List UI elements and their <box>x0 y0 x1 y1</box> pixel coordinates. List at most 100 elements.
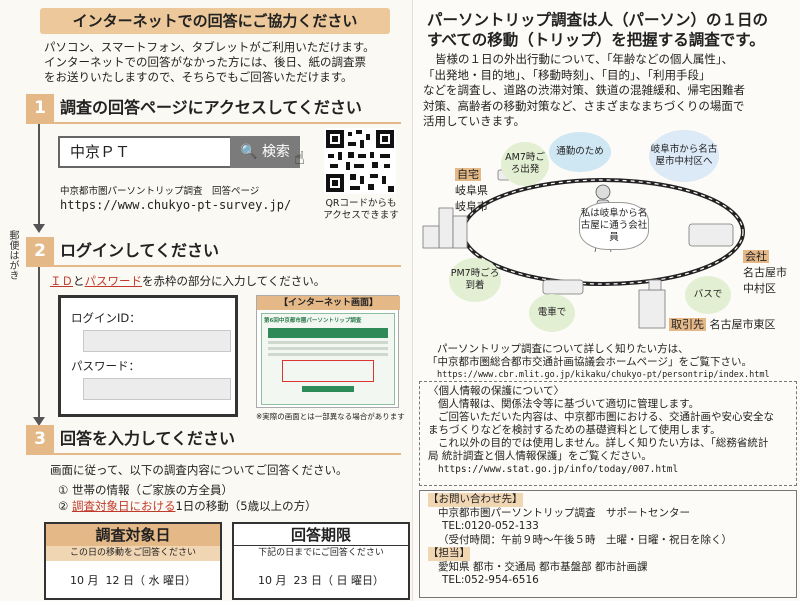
step2-number: 2 <box>26 237 54 265</box>
item-highlight: 調査対象日における <box>71 499 176 513</box>
privacy-url[interactable]: https://www.stat.go.jp/info/today/007.ht… <box>438 464 679 475</box>
step2-header: 2 ログインしてください <box>26 237 401 267</box>
date-unit: 日（ <box>311 574 333 587</box>
password-highlight: パスワード <box>84 274 143 288</box>
right-page: パーソントリップ調査は人（パーソン）の１日の すべての移動（トリップ）を把握する… <box>412 0 800 601</box>
staff-dept: 愛知県 都市・交通局 都市基盤部 都市計画課 <box>438 560 648 573</box>
am7-bubble: AM7時ごろ出発 <box>501 142 549 186</box>
body-line: などを調査し、道路の渋滞対策、鉄道の混雑緩和、帰宅困難者 <box>423 83 745 97</box>
bus-bubble: バスで <box>685 276 731 314</box>
intro-line: をお送りいたしますので、そちらでもご回答いただけます。 <box>44 70 353 84</box>
screen-text-line <box>268 341 388 344</box>
screen-mock: 第6回中京都市圏パーソントリップ調査 <box>261 313 395 405</box>
qr-caption-line: アクセスできます <box>323 210 399 221</box>
step3-lead: 画面に従って、以下の調査内容についてご回答ください。 <box>50 463 348 477</box>
contact-tel[interactable]: TEL:0120-052-133 <box>442 520 539 532</box>
screen-bar <box>268 328 388 338</box>
login-id-field[interactable] <box>83 330 231 352</box>
date-day: 23 <box>293 574 308 587</box>
date-unit: 曜日） <box>351 574 384 587</box>
client-tag: 取引先 名古屋市東区 <box>669 316 776 332</box>
title-line: すべての移動（トリップ）を把握する調査です。 <box>427 31 765 49</box>
privacy-text: まちづくりなどを検討するための基礎資料として使用します。 <box>428 424 721 436</box>
deadline-title: 回答期限 <box>234 524 408 546</box>
route-label: 岐阜市から名古屋市中村区へ <box>650 144 718 167</box>
home-tag-label: 自宅 <box>455 168 481 181</box>
pt-url[interactable]: https://www.cbr.mlit.go.jp/kikaku/chukyo… <box>437 370 770 380</box>
step3-title: 回答を入力してください <box>60 429 236 448</box>
person-speech-bubble: 私は岐阜から名古屋に通う会社員 <box>579 202 649 250</box>
screen-button <box>302 386 354 392</box>
divider <box>26 122 401 124</box>
item-number: ② <box>58 499 69 513</box>
screen-text-line <box>268 347 388 350</box>
id-highlight: ＩＤ <box>50 274 73 288</box>
step3-header: 3 回答を入力してください <box>26 425 401 455</box>
site-label: 中京都市圏パーソントリップ調査 回答ページ <box>60 186 260 197</box>
date-day: 12 <box>105 574 120 587</box>
arrow-down-icon <box>33 224 45 233</box>
search-input[interactable]: 中京ＰＴ <box>58 136 233 168</box>
pm7-label: PM7時ごろ到着 <box>450 268 500 291</box>
item-number: ① <box>58 483 69 497</box>
divider <box>26 453 401 455</box>
step3-number: 3 <box>26 425 54 453</box>
qr-caption: QRコードからも アクセスできます <box>320 198 402 222</box>
step2-title: ログインしてください <box>60 241 220 260</box>
contact-hours: （受付時間：午前９時〜午後５時 土曜・日曜・祝日を除く） <box>438 533 732 546</box>
screen-heading: 第6回中京都市圏パーソントリップ調査 <box>264 318 362 324</box>
right-body: 皆様の１日の外出行動について、「年齢などの個人属性」、 「出発地・目的地」、「移… <box>423 52 795 130</box>
step1-header: 1 調査の回答ページにアクセスしてください <box>26 94 401 124</box>
pt-info: パーソントリップ調査について詳しく知りたい方は、 「中京都市圏総合都市交通計画協… <box>427 343 797 382</box>
pt-info-line: パーソントリップ調査について詳しく知りたい方は、 <box>437 343 689 355</box>
body-line: 対策、高齢者の移動対策など、さまざまなまちづくりの場面で <box>423 98 745 113</box>
date-unit: 曜日） <box>163 574 196 587</box>
flow-line <box>38 267 40 417</box>
screen-red-frame <box>282 360 374 382</box>
survey-item-1: ① 世帯の情報（ご家族の方全員） <box>58 482 233 498</box>
date-month: 10 <box>258 574 272 587</box>
home-place: 岐阜県 <box>455 184 488 197</box>
login-id-label: ログインID： <box>71 311 141 325</box>
right-title: パーソントリップ調査は人（パーソン）の１日の すべての移動（トリップ）を把握する… <box>427 10 797 50</box>
staff-heading: 【担当】 <box>428 547 470 561</box>
office-place: 名古屋市 <box>743 266 787 279</box>
home-tag: 自宅 岐阜県 岐阜市 <box>455 166 488 214</box>
item-text: 1日の移動（5歳以上の方） <box>175 499 317 513</box>
search-button[interactable]: 🔍 検索 <box>230 136 300 168</box>
target-day-title: 調査対象日 <box>46 524 220 546</box>
login-form: ログインID： パスワード： <box>58 295 238 417</box>
password-field[interactable] <box>83 378 231 400</box>
body-line: 「出発地・目的地」、「移動時刻」、「目的」、「利用手段」 <box>423 67 711 82</box>
office-tag: 会社 名古屋市 中村区 <box>743 248 787 296</box>
instruction-text: を赤枠の部分に入力してください。 <box>142 274 326 288</box>
intro-text: パソコン、スマートフォン、タブレットがご利用いただけます。 インターネットでの回… <box>44 40 399 85</box>
date-weekday: 日 <box>336 574 348 587</box>
target-day-sub: この日の移動をご回答ください <box>46 546 220 561</box>
commute-bubble: 通勤のため <box>549 132 611 172</box>
internet-screen-preview: 【インターネット画面】 第6回中京都市圏パーソントリップ調査 <box>256 295 400 408</box>
internet-banner: インターネットでの回答にご協力ください <box>40 8 390 34</box>
staff-tel[interactable]: TEL:052-954-6516 <box>442 574 539 586</box>
privacy-heading: 〈個人情報の保護について〉 <box>428 385 565 397</box>
train-label: 電車で <box>537 307 567 318</box>
office-place: 中村区 <box>743 282 776 295</box>
title-line: パーソントリップ調査は人（パーソン）の１日の <box>427 11 769 29</box>
password-label: パスワード： <box>71 359 140 373</box>
deadline-date: 10 月 23 日（ 日 曜日） <box>234 572 408 588</box>
office-tag-label: 会社 <box>743 250 769 263</box>
client-place: 名古屋市東区 <box>709 318 776 331</box>
flow-line <box>38 124 40 224</box>
date-unit: 月 <box>275 574 287 587</box>
survey-item-2: ② 調査対象日における1日の移動（5歳以上の方） <box>58 498 317 514</box>
survey-url[interactable]: https://www.chukyo-pt-survey.jp/ <box>60 198 292 212</box>
deadline-sub: 下記の日までにご回答ください <box>258 548 384 558</box>
date-unit: 日（ <box>123 574 145 587</box>
privacy-text: 個人情報は、関係法令等に基づいて適切に管理します。 <box>438 398 700 410</box>
privacy-text: 局 統計調査と個人情報保護」をご覧ください。 <box>428 450 652 462</box>
am7-label: AM7時ごろ出発 <box>505 152 545 175</box>
pm7-bubble: PM7時ごろ到着 <box>449 258 501 302</box>
intro-line: パソコン、スマートフォン、タブレットがご利用いただけます。 <box>44 40 375 54</box>
instruction-text: と <box>73 274 85 288</box>
contact-center: 中京都市圏パーソントリップ調査 サポートセンター <box>438 506 690 519</box>
